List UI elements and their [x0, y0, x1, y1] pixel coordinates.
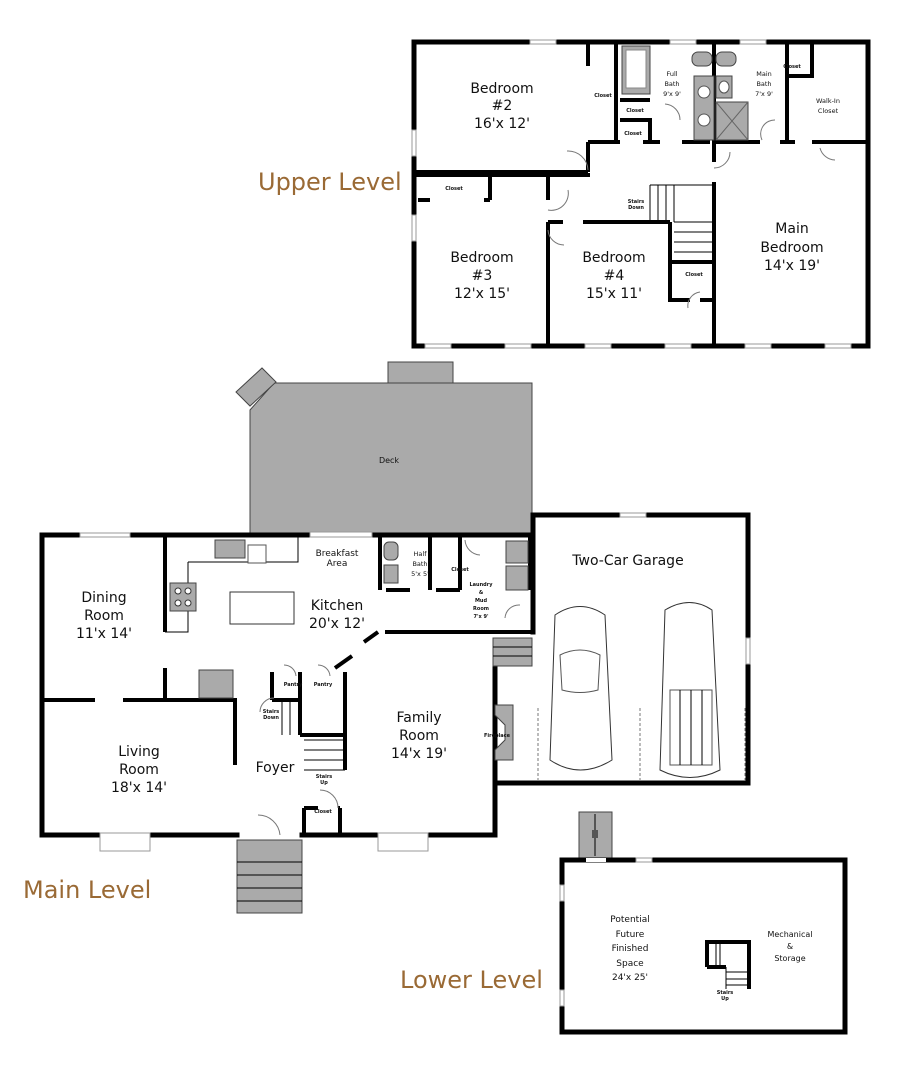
dining-room-name: Dining [81, 590, 126, 606]
main-bath-size: 7'x 9' [755, 90, 773, 98]
dishwasher [247, 544, 267, 564]
finished-space-label: Potential [610, 915, 649, 925]
breakfast-area-label-2: Area [327, 559, 348, 569]
main-bath-name: Main [756, 70, 772, 78]
deck: Deck [235, 361, 533, 534]
walk-in-closet-label: Walk-In [816, 97, 840, 105]
dryer [505, 565, 529, 591]
kitchen-size: 20'x 12' [309, 616, 365, 632]
pantry-label: Pantry [284, 682, 303, 688]
toilet [691, 51, 713, 67]
kitchen-name: Kitchen [311, 598, 364, 614]
walk-in-closet-label-2: Closet [818, 107, 839, 115]
family-room-name: Family [396, 710, 441, 726]
garage-steps [492, 637, 533, 667]
main-bath-name-2: Bath [756, 80, 771, 88]
full-bath-size: 9'x 9' [663, 90, 681, 98]
main-level-plan: Deck [39, 361, 751, 914]
finished-space-label-2: Future [616, 930, 645, 940]
lower-level-plan: Potential Future Finished Space 24'x 25'… [559, 811, 848, 1035]
washer [505, 540, 529, 564]
finished-space-size: 24'x 25' [612, 973, 648, 983]
garage-label: Two-Car Garage [571, 553, 683, 569]
stairs-up-label: Stairs [316, 774, 333, 780]
family-room-size: 14'x 19' [391, 746, 447, 762]
half-bath-size: 5'x 5' [411, 570, 429, 578]
full-bath-name: Full [666, 70, 677, 78]
laundry-size: 7'x 9' [474, 614, 489, 620]
half-bath-name-2: Bath [412, 560, 427, 568]
stairs-up-label: Stairs [717, 990, 734, 996]
stairs-lower [705, 940, 751, 989]
closet-label: Closet [451, 567, 469, 573]
mechanical-label: Mechanical [767, 930, 812, 939]
mechanical-label-3: Storage [774, 954, 805, 963]
bedroom4-name: Bedroom [582, 250, 645, 266]
stairs-down-label-2: Down [263, 715, 279, 721]
lower-level-title: Lower Level [400, 966, 543, 994]
closet-label: Closet [314, 809, 332, 815]
upper-level-plan: Bedroom #2 16'x 12' Bedroom #3 12'x 15' … [411, 39, 871, 349]
truck-right [659, 602, 721, 778]
car-left [549, 606, 613, 771]
half-bath-name: Half [414, 550, 428, 558]
dining-room-name-2: Room [84, 608, 124, 624]
full-bath-name-2: Bath [664, 80, 679, 88]
main-bedroom-name: Main [775, 221, 808, 237]
deck-label: Deck [379, 456, 399, 465]
closet-label: Closet [685, 272, 703, 278]
fireplace-label: Fireplace [484, 733, 511, 739]
closet-label: Closet [626, 108, 644, 114]
laundry-label-3: Mud [475, 598, 488, 604]
main-bedroom-name-2: Bedroom [760, 240, 823, 256]
laundry-label: Laundry [470, 582, 494, 588]
closet-label: Closet [594, 93, 612, 99]
living-room-name: Living [118, 744, 160, 760]
main-level-title: Main Level [23, 876, 151, 904]
dining-room-size: 11'x 14' [76, 626, 132, 642]
closet-label: Closet [624, 131, 642, 137]
bedroom3-name: Bedroom [450, 250, 513, 266]
bedroom2-number: #2 [492, 98, 513, 114]
stairs-down-label: Stairs [628, 199, 645, 205]
mechanical-label-2: & [787, 942, 793, 951]
refrigerator [198, 669, 234, 699]
foyer-label: Foyer [256, 760, 295, 776]
stairs-down-label: Stairs [263, 709, 280, 715]
stove [169, 582, 197, 612]
toilet [383, 541, 399, 561]
bedroom3-size: 12'x 15' [454, 286, 510, 302]
upper-level-title: Upper Level [258, 168, 402, 196]
finished-space-label-3: Finished [612, 944, 649, 954]
front-steps [236, 839, 303, 914]
family-room-name-2: Room [399, 728, 439, 744]
closet-label: Closet [445, 186, 463, 192]
stairs-down-label-2: Down [628, 205, 644, 211]
stairs-up-label-2: Up [320, 780, 328, 786]
bedroom4-size: 15'x 11' [586, 286, 642, 302]
kitchen-island [229, 591, 295, 625]
bedroom4-number: #4 [604, 268, 625, 284]
breakfast-area-label: Breakfast [316, 549, 359, 559]
pantry-label: Pantry [314, 682, 333, 688]
finished-space-label-4: Space [616, 959, 644, 969]
closet-label: Closet [783, 64, 801, 70]
stairs-upper [649, 184, 714, 253]
living-room-size: 18'x 14' [111, 780, 167, 796]
stairs-up-label-2: Up [721, 996, 729, 1002]
laundry-label-2: & [479, 590, 484, 596]
bedroom2-size: 16'x 12' [474, 116, 530, 132]
living-room-name-2: Room [119, 762, 159, 778]
laundry-label-4: Room [473, 606, 489, 612]
main-bedroom-size: 14'x 19' [764, 258, 820, 274]
kitchen-sink [214, 539, 246, 559]
bedroom3-number: #3 [472, 268, 493, 284]
bedroom2-name: Bedroom [470, 81, 533, 97]
toilet [715, 51, 737, 67]
sink [383, 564, 399, 584]
